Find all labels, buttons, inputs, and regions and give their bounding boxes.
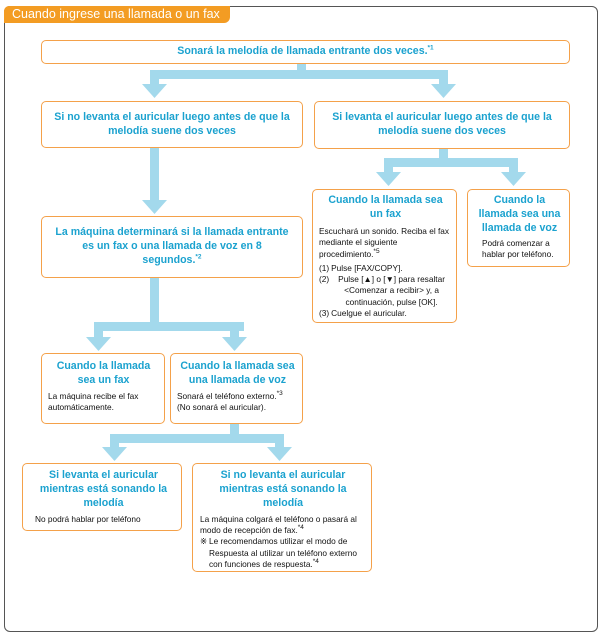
connector-line [384,158,518,167]
step-item: (2)Pulse [▲] o [▼] para resaltar <Comenz… [319,274,445,307]
arrow-head [86,337,111,351]
connector-line [94,322,244,331]
node-voice-after-lift-body: Podrá comenzar a hablar por teléfono. [482,237,554,260]
node-fax-after-lift-title: Cuando la llamada sea un fax [328,194,443,220]
node-fax-after-lift: Cuando la llamada sea un fax Escuchará u… [312,189,457,323]
footnote-ref: *3 [276,390,283,398]
step-item: (3)Cuelgue el auricular. [319,307,407,318]
node-ring-twice: Sonará la melodía de llamada entrante do… [41,40,570,64]
footnote-ref: *2 [195,253,202,261]
node-fax-after-lift-intro: Escuchará un sonido. Reciba el fax media… [319,225,450,259]
arrow-head [431,84,456,98]
reference-mark-icon: ※ [200,536,207,547]
connector-line [150,148,159,201]
arrow-head [102,447,127,461]
node-ringing-lift: Si levanta el auricular mientras está so… [22,463,182,531]
connector-line [439,70,448,85]
node-lift: Si levanta el auricular luego antes de q… [314,101,570,149]
node-voice-external-line2: (No sonará el auricular). [177,402,266,413]
footnote-ref: *5 [373,247,380,255]
connector-line [439,149,448,161]
node-fax-auto-body: La máquina recibe el fax automáticamente… [48,390,139,413]
connector-line [297,64,306,74]
arrow-head [376,172,401,186]
node-voice-external: Cuando la llamada sea una llamada de voz… [170,353,303,424]
footnote-ref: *1 [427,44,434,52]
node-ringing-lift-body: No podrá hablar por teléfono [35,513,141,524]
connector-line [94,322,103,338]
connector-line [509,158,518,173]
connector-line [230,424,239,437]
arrow-head [222,337,247,351]
connector-line [150,70,159,85]
node-ringing-no-lift-body2: Le recomendamos utilizar el modo de Resp… [208,536,358,570]
node-ringing-no-lift-title: Si no levanta el auricular mientras está… [219,469,347,509]
arrow-head [142,200,167,214]
arrow-head [501,172,526,186]
node-determine-text: La máquina determinará si la llamada ent… [55,226,289,266]
connector-line [230,322,239,338]
node-no-lift-text: Si no levanta el auricular luego antes d… [54,110,290,137]
node-lift-text: Si levanta el auricular luego antes de q… [332,111,552,137]
connector-line [110,434,119,448]
connector-line [150,70,448,79]
connector-line [150,278,159,323]
footnote-ref: *4 [297,524,304,532]
node-no-lift: Si no levanta el auricular luego antes d… [41,101,303,148]
arrow-head [142,84,167,98]
node-fax-auto: Cuando la llamada sea un fax La máquina … [41,353,165,424]
node-determine: La máquina determinará si la llamada ent… [41,216,303,278]
node-ring-twice-text: Sonará la melodía de llamada entrante do… [177,45,428,58]
connector-line [110,434,284,443]
node-voice-external-line1: Sonará el teléfono externo. [177,390,277,401]
connector-line [275,434,284,448]
node-ringing-lift-title: Si levanta el auricular mientras está so… [39,469,168,509]
connector-line [384,158,393,173]
node-voice-after-lift: Cuando la llamada sea una llamada de voz… [467,189,570,267]
footnote-ref: *4 [312,558,319,566]
node-fax-auto-title: Cuando la llamada sea un fax [56,360,151,386]
arrow-head [267,447,292,461]
node-voice-external-title: Cuando la llamada sea una llamada de voz [180,360,295,386]
node-ringing-no-lift-body1: La máquina colgará el teléfono o pasará … [200,513,357,536]
node-ringing-no-lift: Si no levanta el auricular mientras está… [192,463,372,572]
header-tab: Cuando ingrese una llamada o un fax [4,6,230,23]
step-item: (1)Pulse [FAX/COPY]. [319,262,403,273]
node-voice-after-lift-title: Cuando la llamada sea una llamada de voz [478,194,561,234]
